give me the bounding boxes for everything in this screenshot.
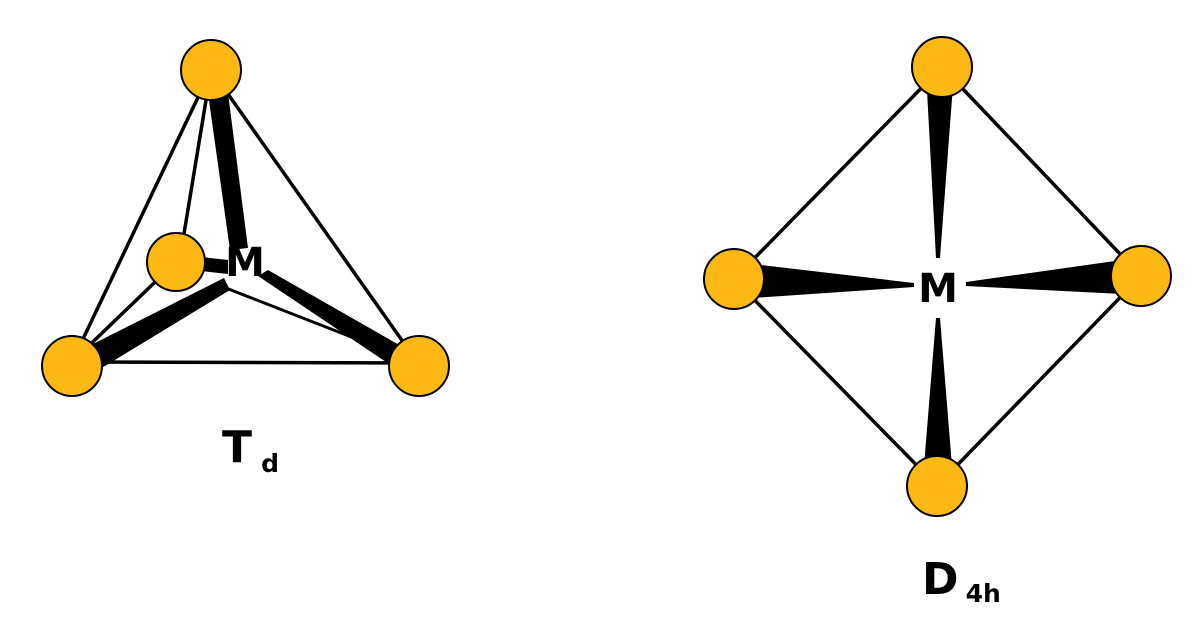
td-symmetry-main: T: [222, 422, 252, 473]
d4h-edge-bottom-left: [732, 277, 939, 488]
d4h-wedge-bottom: [924, 318, 952, 466]
d4h-wedge-top: [926, 72, 954, 258]
d4h-atom-top: [911, 36, 973, 98]
td-wedge-left: [85, 278, 230, 372]
td-center-label: M: [225, 240, 265, 286]
d4h-wedge-left: [752, 264, 914, 298]
d4h-atom-bottom: [906, 455, 968, 517]
td-edge-bottom: [70, 360, 420, 365]
d4h-atom-right: [1110, 245, 1172, 307]
td-wedge-top: [205, 70, 248, 250]
td-edge-top-front: [178, 68, 213, 260]
d4h-symmetry-main: D: [922, 554, 959, 605]
td-atom-left: [41, 335, 103, 397]
square-planar-structure: M: [703, 36, 1172, 517]
td-atom-front: [146, 232, 206, 292]
td-edge-top-right: [209, 68, 420, 365]
td-atom-right: [388, 335, 450, 397]
d4h-edge-top-left: [732, 65, 944, 281]
tetrahedral-structure: M: [41, 39, 450, 397]
td-wedge-right: [258, 270, 408, 370]
td-symmetry-label: T d: [222, 422, 279, 478]
d4h-wedge-right: [966, 260, 1122, 294]
d4h-center-label: M: [918, 266, 958, 312]
td-symmetry-sub: d: [261, 449, 279, 478]
td-atom-top: [180, 39, 242, 101]
d4h-atom-left: [703, 248, 765, 310]
d4h-symmetry-label: D 4h: [922, 554, 1001, 608]
d4h-edge-top-right: [940, 65, 1143, 278]
td-edge-top-left: [70, 68, 213, 364]
d4h-symmetry-sub: 4h: [966, 579, 1001, 608]
d4h-edge-bottom-right: [935, 274, 1143, 488]
